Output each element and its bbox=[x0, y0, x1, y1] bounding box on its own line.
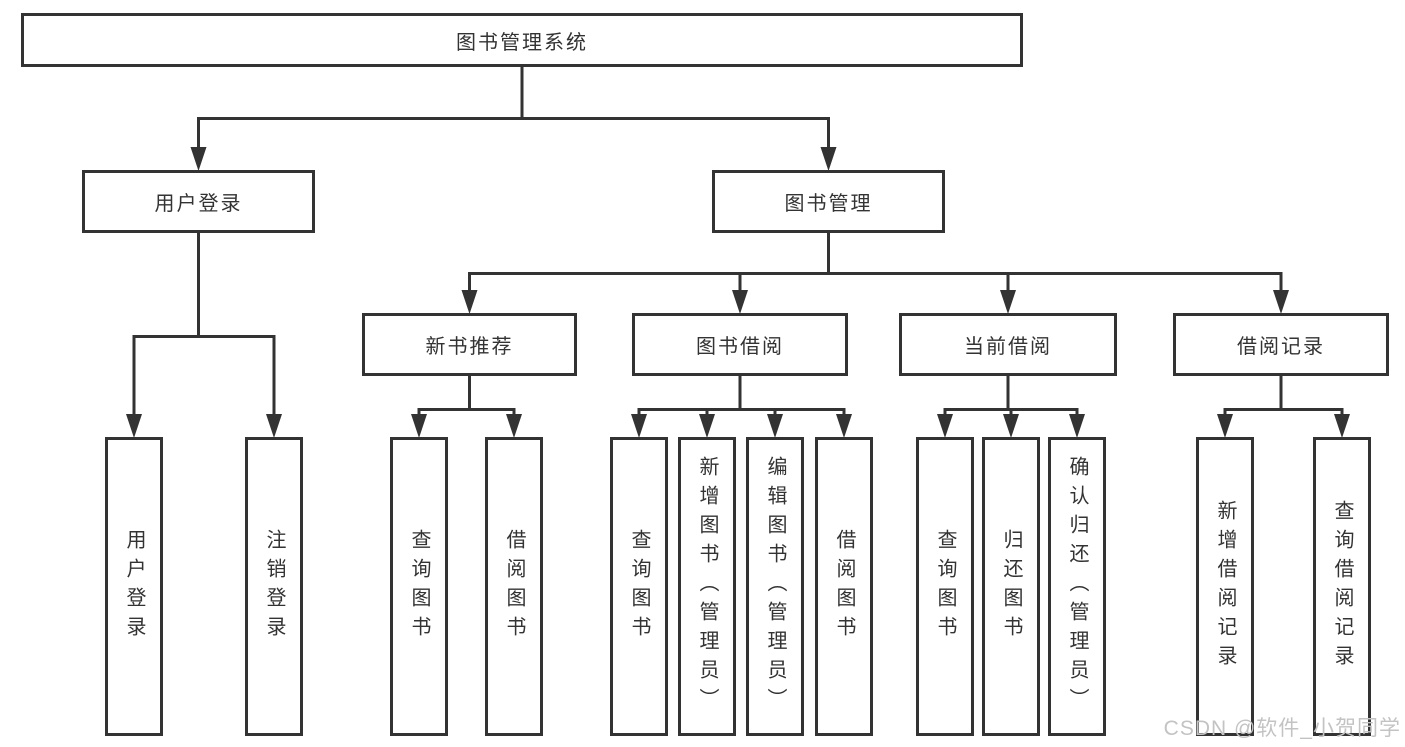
node-label: 查询借阅记录 bbox=[1331, 499, 1353, 674]
arrowhead-icon bbox=[1217, 414, 1233, 438]
node-label: 查询图书 bbox=[628, 528, 650, 645]
node-user-login: 用户登录 bbox=[82, 170, 315, 233]
leaf-query-books-current: 查询图书 bbox=[916, 437, 974, 736]
node-label: 新增图书（管理员） bbox=[696, 456, 718, 717]
arrowhead-icon bbox=[937, 414, 953, 438]
node-book-borrow: 图书借阅 bbox=[632, 313, 848, 376]
node-label: 借阅记录 bbox=[1237, 336, 1325, 358]
node-label: 借阅图书 bbox=[833, 528, 855, 645]
node-root-system: 图书管理系统 bbox=[21, 13, 1023, 67]
node-current-borrow: 当前借阅 bbox=[899, 313, 1117, 376]
node-label: 查询图书 bbox=[408, 528, 430, 645]
arrowhead-icon bbox=[1003, 414, 1019, 438]
node-book-management: 图书管理 bbox=[712, 170, 945, 233]
leaf-query-books-recommend: 查询图书 bbox=[390, 437, 448, 736]
arrowhead-icon bbox=[411, 414, 427, 438]
node-label: 借阅图书 bbox=[503, 528, 525, 645]
arrowhead-icon bbox=[506, 414, 522, 438]
arrowhead-icon bbox=[767, 414, 783, 438]
leaf-query-books-borrow: 查询图书 bbox=[610, 437, 668, 736]
node-label: 用户登录 bbox=[123, 528, 145, 645]
arrowhead-icon bbox=[1273, 290, 1289, 314]
leaf-return-books: 归还图书 bbox=[982, 437, 1040, 736]
leaf-confirm-return-admin: 确认归还（管理员） bbox=[1048, 437, 1106, 736]
node-label: 图书管理系统 bbox=[456, 31, 588, 54]
node-label: 新增借阅记录 bbox=[1214, 499, 1236, 674]
leaf-add-borrow-record: 新增借阅记录 bbox=[1196, 437, 1254, 736]
arrowhead-icon bbox=[836, 414, 852, 438]
node-label: 注销登录 bbox=[263, 528, 285, 645]
node-label: 编辑图书（管理员） bbox=[764, 456, 786, 717]
leaf-user-login: 用户登录 bbox=[105, 437, 163, 736]
node-label: 确认归还（管理员） bbox=[1066, 456, 1088, 717]
watermark: CSDN @软件_小贺同学 bbox=[1163, 717, 1401, 740]
arrowhead-icon bbox=[820, 147, 837, 171]
node-label: 用户登录 bbox=[154, 193, 243, 215]
arrowhead-icon bbox=[461, 290, 478, 314]
node-label: 图书管理 bbox=[784, 193, 873, 215]
node-label: 归还图书 bbox=[1000, 528, 1022, 645]
node-label: 图书借阅 bbox=[696, 336, 784, 358]
arrowhead-icon bbox=[1000, 290, 1016, 314]
arrowhead-icon bbox=[190, 147, 207, 171]
arrowhead-icon bbox=[126, 414, 142, 438]
arrowhead-icon bbox=[732, 290, 748, 314]
leaf-add-books-admin: 新增图书（管理员） bbox=[678, 437, 736, 736]
leaf-borrow-books-recommend: 借阅图书 bbox=[485, 437, 543, 736]
node-borrow-records: 借阅记录 bbox=[1173, 313, 1389, 376]
leaf-query-borrow-record: 查询借阅记录 bbox=[1313, 437, 1371, 736]
node-label: 查询图书 bbox=[934, 528, 956, 645]
arrowhead-icon bbox=[1069, 414, 1085, 438]
leaf-borrow-books: 借阅图书 bbox=[815, 437, 873, 736]
arrowhead-icon bbox=[266, 414, 282, 438]
node-label: 当前借阅 bbox=[964, 336, 1052, 358]
leaf-logout: 注销登录 bbox=[245, 437, 303, 736]
leaf-edit-books-admin: 编辑图书（管理员） bbox=[746, 437, 804, 736]
arrowhead-icon bbox=[1334, 414, 1350, 438]
node-new-book-recommend: 新书推荐 bbox=[362, 313, 577, 376]
arrowhead-icon bbox=[631, 414, 647, 438]
node-label: 新书推荐 bbox=[425, 336, 514, 358]
arrowhead-icon bbox=[699, 414, 715, 438]
